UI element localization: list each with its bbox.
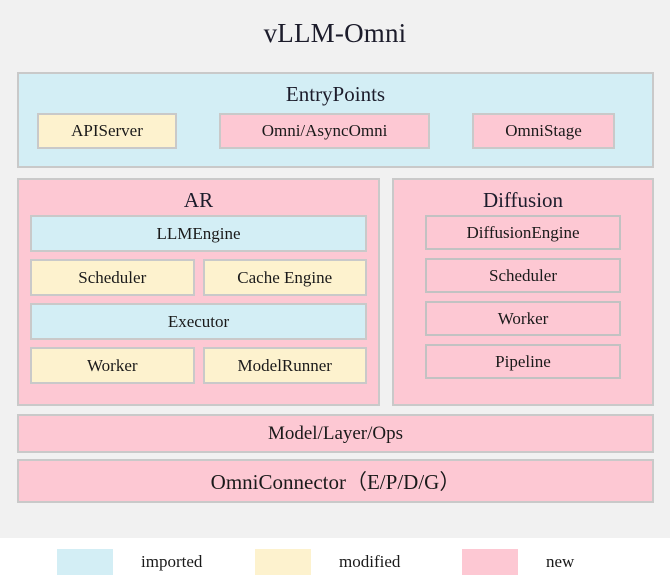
ar-panel: AR LLMEngine Scheduler Cache Engine Exec… <box>17 178 380 406</box>
diffusion-pipeline[interactable]: Pipeline <box>425 344 621 379</box>
diffusion-heading: Diffusion <box>482 188 564 212</box>
ar-cache-engine[interactable]: Cache Engine <box>202 259 367 296</box>
ar-stack: LLMEngine Scheduler Cache Engine Executo… <box>19 215 378 384</box>
ar-llmengine[interactable]: LLMEngine <box>30 215 367 252</box>
diffusion-panel: Diffusion DiffusionEngine Scheduler Work… <box>392 178 654 406</box>
ar-heading: AR <box>183 188 214 212</box>
bar-omniconnector[interactable]: OmniConnector（E/P/D/G） <box>17 459 654 503</box>
legend-swatch-modified <box>255 549 311 575</box>
legend-item-modified: modified <box>255 549 400 575</box>
diffusion-worker[interactable]: Worker <box>425 301 621 336</box>
legend-label-imported: imported <box>141 552 203 571</box>
entrypoints-heading: EntryPoints <box>285 82 386 106</box>
legend-item-imported: imported <box>57 549 202 575</box>
entrypoint-apiserver[interactable]: APIServer <box>37 113 177 149</box>
entrypoints-row: APIServer Omni/AsyncOmni OmniStage <box>19 113 652 153</box>
diffusion-scheduler[interactable]: Scheduler <box>425 258 621 293</box>
entrypoints-panel: EntryPoints APIServer Omni/AsyncOmni Omn… <box>17 72 654 168</box>
legend-label-new: new <box>546 552 575 571</box>
ar-row-scheduler-cache: Scheduler Cache Engine <box>30 259 367 296</box>
ar-modelrunner[interactable]: ModelRunner <box>202 347 367 384</box>
ar-worker[interactable]: Worker <box>30 347 195 384</box>
entrypoint-omni-asyncomni[interactable]: Omni/AsyncOmni <box>219 113 430 149</box>
ar-executor[interactable]: Executor <box>30 303 367 340</box>
legend-item-new: new <box>462 549 574 575</box>
legend-swatch-imported <box>57 549 113 575</box>
legend-swatch-new <box>462 549 518 575</box>
diffusion-engine[interactable]: DiffusionEngine <box>425 215 621 250</box>
bar-model-layer-ops[interactable]: Model/Layer/Ops <box>17 414 654 453</box>
legend: imported modified new <box>0 538 670 588</box>
entrypoint-omnistage[interactable]: OmniStage <box>472 113 615 149</box>
ar-scheduler[interactable]: Scheduler <box>30 259 195 296</box>
legend-label-modified: modified <box>339 552 401 571</box>
diffusion-stack: DiffusionEngine Scheduler Worker Pipelin… <box>394 215 652 379</box>
ar-row-worker-modelrunner: Worker ModelRunner <box>30 347 367 384</box>
page-title: vLLM-Omni <box>263 18 407 48</box>
